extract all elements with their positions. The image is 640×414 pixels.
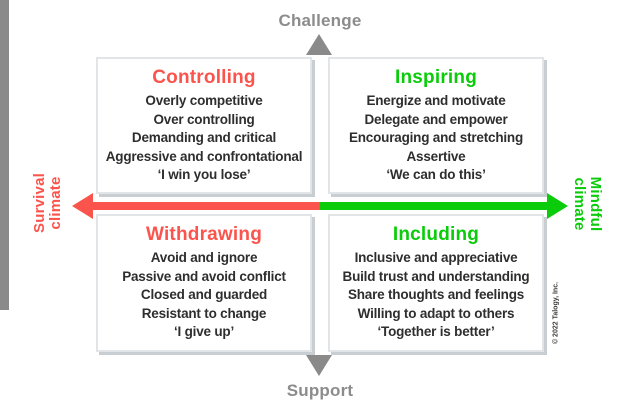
survival-label-line2: climate [47, 176, 64, 230]
list-item: ‘Together is better’ [377, 324, 495, 339]
mindful-climate-axis-label: Mindful climate [571, 176, 604, 232]
quadrant-controlling-title: Controlling [152, 67, 256, 88]
list-item: Overly competitive [145, 93, 263, 108]
list-item: Inclusive and appreciative [354, 250, 518, 265]
list-item: Avoid and ignore [150, 250, 258, 265]
list-item: Build trust and understanding [342, 268, 530, 284]
survival-climate-axis-label: Survival climate [31, 173, 64, 233]
list-item: Encouraging and stretching [348, 130, 524, 145]
list-item: Closed and guarded [140, 287, 268, 302]
list-item: Aggressive and confrontational [105, 148, 303, 164]
vertical-axis-line [0, 0, 9, 310]
list-item: Energize and motivate [366, 93, 506, 108]
list-item: ‘I win you lose’ [157, 167, 251, 182]
mindful-axis-line [320, 202, 550, 210]
list-item: Assertive [406, 148, 466, 164]
copyright-text: © 2022 Talogy, Inc. [552, 281, 560, 345]
survival-axis-line [90, 202, 320, 210]
list-item: Delegate and empower [364, 111, 508, 127]
quadrant-including-items: Inclusive and appreciative Build trust a… [330, 249, 542, 342]
quadrant-withdrawing-items: Avoid and ignore Passive and avoid confl… [98, 249, 310, 342]
list-item: Share thoughts and feelings [347, 287, 525, 302]
arrow-up-icon [306, 34, 332, 55]
arrow-down-icon [306, 355, 332, 376]
quadrant-including-title: Including [392, 224, 480, 245]
support-axis-label: Support [286, 381, 354, 400]
arrow-right-icon [547, 193, 568, 219]
quadrant-controlling-items: Overly competitive Over controlling Dema… [98, 92, 310, 185]
survival-label-line1: Survival [31, 173, 48, 233]
quadrant-inspiring: Inspiring Energize and motivate Delegate… [328, 57, 544, 194]
challenge-axis-label: Challenge [278, 11, 362, 30]
quadrant-withdrawing: Withdrawing Avoid and ignore Passive and… [96, 214, 312, 352]
quadrant-withdrawing-title: Withdrawing [145, 224, 262, 245]
list-item: ‘I give up’ [173, 324, 235, 339]
list-item: Over controlling [153, 111, 255, 127]
list-item: Resistant to change [141, 305, 267, 321]
quadrant-including: Including Inclusive and appreciative Bui… [328, 214, 544, 352]
quadrant-controlling: Controlling Overly competitive Over cont… [96, 57, 312, 194]
list-item: Demanding and critical [131, 130, 277, 145]
mindful-label-line1: Mindful [587, 176, 604, 232]
mindful-label-line2: climate [571, 177, 588, 231]
quadrant-inspiring-items: Energize and motivate Delegate and empow… [330, 92, 542, 185]
arrow-left-icon [72, 193, 93, 219]
list-item: Willing to adapt to others [357, 305, 515, 321]
list-item: ‘We can do this’ [386, 167, 486, 182]
quadrant-inspiring-title: Inspiring [394, 67, 478, 88]
list-item: Passive and avoid conflict [122, 268, 286, 284]
